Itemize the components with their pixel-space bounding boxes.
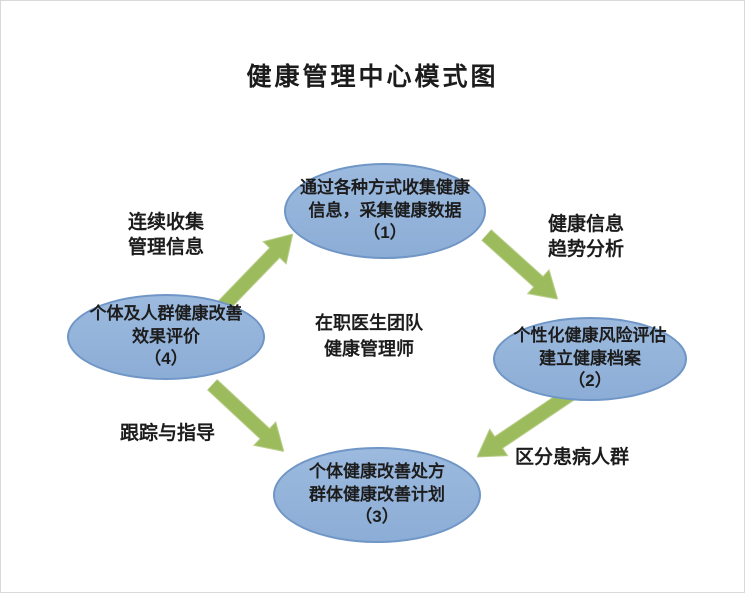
center-team-text: 在职医生团队 健康管理师 <box>289 310 449 362</box>
node-step3-line1: 个体健康改善处方 <box>309 461 445 481</box>
edge-label-trend-line1: 健康信息 <box>548 214 625 235</box>
edge-label-distinguish-line1: 区分患病人群 <box>515 447 630 468</box>
node-step4-line2: 效果评价 <box>132 326 200 346</box>
edge-label-trend-line2: 趋势分析 <box>548 238 625 260</box>
node-step2-number: （2） <box>568 371 612 391</box>
node-step1-line1: 通过各种方式收集健康 <box>300 177 470 197</box>
block-arrow-up-right-icon <box>217 233 294 312</box>
edge-label-trend-analysis: 健康信息 趋势分析 <box>548 213 624 262</box>
node-step3-improvement-plan: 个体健康改善处方 群体健康改善计划 （3） <box>273 447 481 543</box>
block-arrow-down-right-icon <box>480 228 559 300</box>
block-arrow-shape <box>217 233 294 312</box>
node-step1-number: （1） <box>363 223 407 243</box>
edge-label-track-guide: 跟踪与指导 <box>120 422 215 447</box>
arrow-step1-to-step2 <box>475 222 569 312</box>
block-arrow-shape <box>206 378 285 453</box>
page-title: 健康管理中心模式图 <box>246 63 499 91</box>
node-step1-line2: 信息，采集健康数据 <box>308 200 462 220</box>
edge-label-collect-line1: 连续收集 <box>128 212 205 233</box>
node-step1-collect-info: 通过各种方式收集健康 信息，采集健康数据 （1） <box>284 163 486 259</box>
arrow-step4-to-step3 <box>201 372 296 464</box>
node-step4-number: （4） <box>144 349 188 369</box>
edge-label-distinguish-patients: 区分患病人群 <box>515 446 629 471</box>
center-team-line2: 健康管理师 <box>324 339 414 360</box>
block-arrow-shape <box>480 228 559 300</box>
node-step2-line2: 建立健康档案 <box>539 348 641 368</box>
center-team-line1: 在职医生团队 <box>315 313 423 333</box>
edge-label-continuous-collect: 连续收集 管理信息 <box>128 211 204 260</box>
node-step2-line1: 个性化健康风险评估 <box>513 325 667 345</box>
node-step4-line1: 个体及人群健康改善 <box>89 303 243 323</box>
node-step3-number: （3） <box>355 507 399 527</box>
node-step3-line2: 群体健康改善计划 <box>309 484 445 504</box>
node-step2-risk-assessment: 个性化健康风险评估 建立健康档案 （2） <box>493 317 687 401</box>
block-arrow-down-right-icon <box>206 378 285 453</box>
edge-label-collect-line2: 管理信息 <box>128 236 205 258</box>
arrow-step4-to-step1 <box>211 222 305 318</box>
node-step4-effect-evaluation: 个体及人群健康改善 效果评价 （4） <box>67 294 265 380</box>
edge-label-track-line1: 跟踪与指导 <box>120 423 216 444</box>
